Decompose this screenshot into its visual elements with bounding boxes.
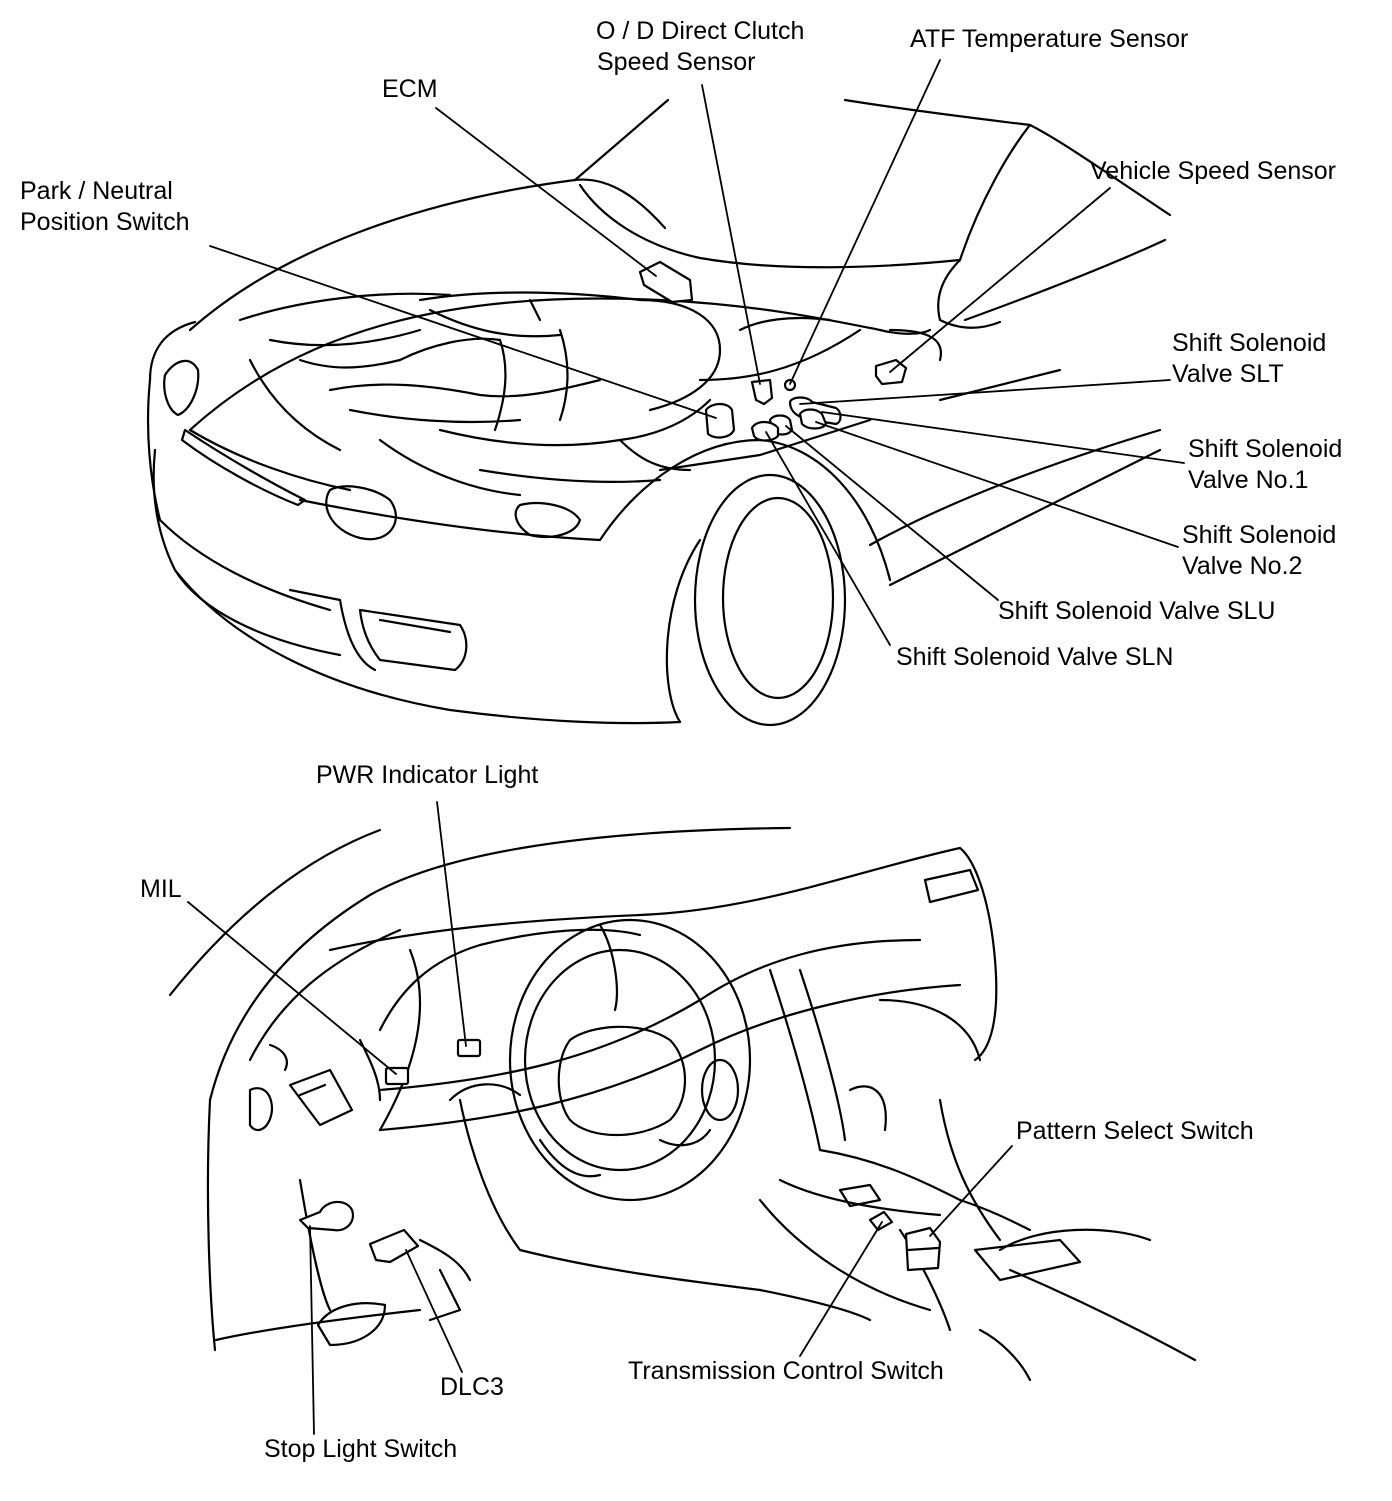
slu-leader-line <box>785 425 999 601</box>
label-atf-temperature-sensor: ATF Temperature Sensor <box>910 25 1189 53</box>
cabin-illustration <box>168 826 1197 1382</box>
slt-leader-line <box>799 379 1171 405</box>
engine-leader-lines <box>209 59 1185 646</box>
label-vehicle-speed-sensor: Vehicle Speed Sensor <box>1090 157 1337 185</box>
park-neutral-leader-line <box>209 245 717 419</box>
transmission-control-leader-line <box>799 1221 883 1357</box>
label-slt-line2: Valve SLT <box>1172 360 1284 388</box>
stop-light-leader-line <box>309 1225 315 1435</box>
label-od-direct-clutch-line2: Speed Sensor <box>597 48 756 76</box>
ecm-leader-line <box>435 107 657 277</box>
label-ecm: ECM <box>382 75 438 103</box>
car-front-illustration <box>146 98 1172 727</box>
label-slt-line1: Shift Solenoid <box>1172 329 1327 357</box>
label-no2-line1: Shift Solenoid <box>1182 521 1337 549</box>
label-no1-line1: Shift Solenoid <box>1188 435 1343 463</box>
mil-leader-line <box>187 901 397 1075</box>
label-sln: Shift Solenoid Valve SLN <box>896 643 1174 671</box>
label-stop-light-switch: Stop Light Switch <box>264 1435 458 1463</box>
label-slu: Shift Solenoid Valve SLU <box>998 597 1276 625</box>
label-park-neutral-line1: Park / Neutral <box>20 177 173 205</box>
sln-leader-line <box>765 431 891 646</box>
od-direct-clutch-sensor-part <box>750 378 774 406</box>
label-pattern-select-switch: Pattern Select Switch <box>1016 1117 1254 1145</box>
label-od-direct-clutch-line1: O / D Direct Clutch <box>596 17 805 45</box>
ecm-unit <box>638 260 694 304</box>
mil-part <box>384 1066 410 1086</box>
park-neutral-switch-part <box>704 402 736 439</box>
label-transmission-control-switch: Transmission Control Switch <box>628 1357 944 1385</box>
stop-light-switch-part <box>298 1200 354 1232</box>
transmission-control-switch-part <box>868 1210 894 1232</box>
dlc3-leader-line <box>405 1249 463 1373</box>
atf-temp-leader-line <box>789 59 941 385</box>
pattern-select-leader-line <box>929 1145 1013 1237</box>
no1-leader-line <box>821 411 1185 464</box>
od-clutch-leader-line <box>701 84 761 385</box>
label-dlc3: DLC3 <box>440 1373 504 1401</box>
no2-leader-line <box>815 421 1179 548</box>
label-mil: MIL <box>140 875 182 903</box>
label-no1-line2: Valve No.1 <box>1188 466 1309 494</box>
label-no2-line2: Valve No.2 <box>1182 552 1303 580</box>
vehicle-speed-leader-line <box>889 187 1111 373</box>
atf-temperature-sensor-part <box>783 378 797 392</box>
label-pwr-indicator-light: PWR Indicator Light <box>316 761 539 789</box>
pwr-leader-line <box>436 801 467 1047</box>
solenoid-sln-part <box>750 420 780 442</box>
label-park-neutral-line2: Position Switch <box>20 208 190 236</box>
pwr-indicator-part <box>456 1038 482 1058</box>
cabin-leader-lines <box>187 801 1013 1435</box>
dlc3-part <box>368 1228 420 1264</box>
